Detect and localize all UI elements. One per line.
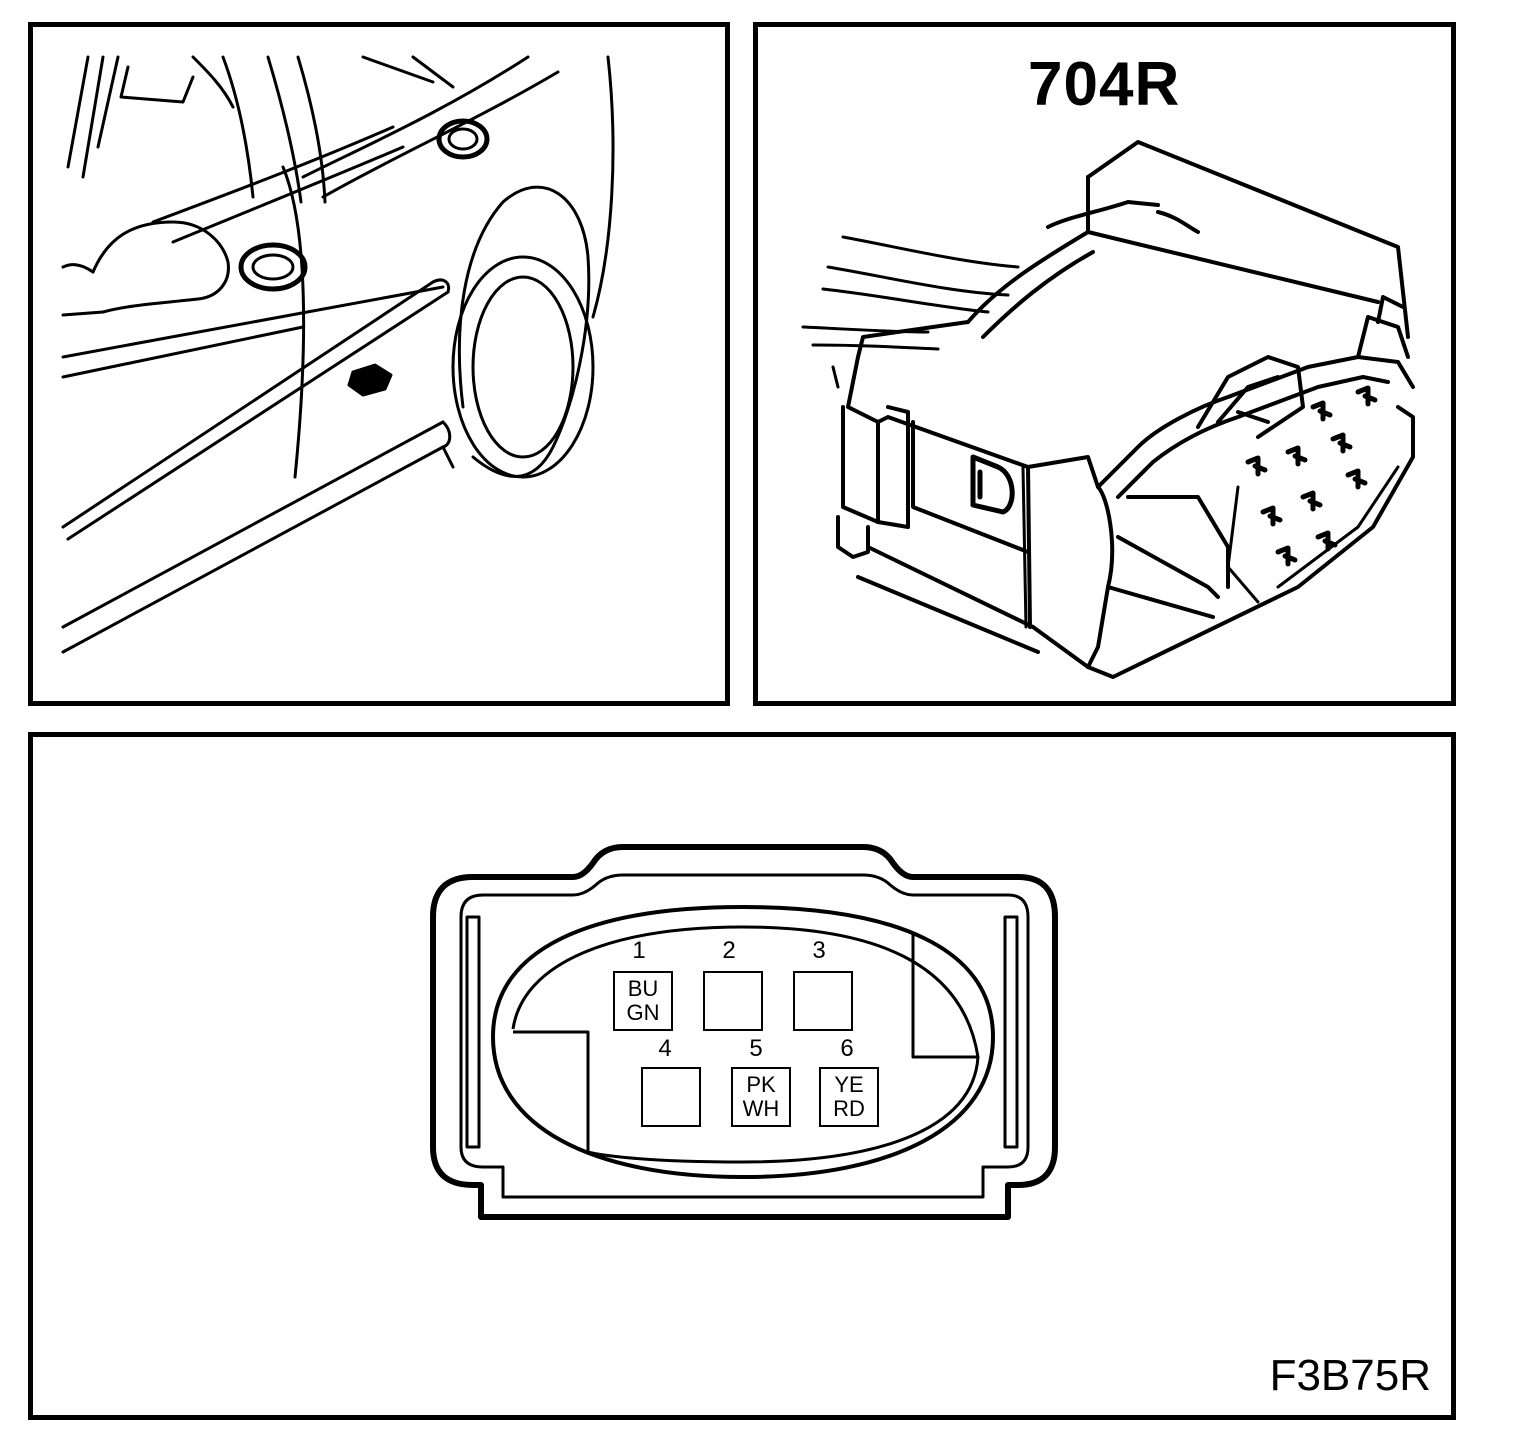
connector-drawing [801, 140, 1415, 679]
figure-code-label: F3B75R [1269, 1351, 1431, 1400]
car-door-drawing [61, 55, 615, 654]
pinout-panel: 1 BU GN 2 3 4 5 PK WH 6 YE RD F3B75R [28, 732, 1456, 1420]
connector-face-outline [430, 844, 1058, 1220]
pin-cavity-5: PK WH [731, 1067, 791, 1127]
pin-5-wire-color: PK [746, 1072, 776, 1097]
pin-number-2: 2 [722, 937, 736, 964]
pin-6-wire-color: YE [834, 1072, 864, 1097]
pin-6-wire-stripe: RD [833, 1096, 865, 1121]
pin-number-4: 4 [658, 1035, 672, 1062]
pin-number-5: 5 [749, 1035, 763, 1062]
pin-1-wire-color: BU [627, 976, 659, 1001]
pin-number-1: 1 [632, 937, 646, 964]
pin-5-wire-stripe: WH [742, 1096, 780, 1121]
pin-cavity-3 [793, 971, 853, 1031]
pin-cavity-2 [703, 971, 763, 1031]
pin-number-3: 3 [812, 937, 826, 964]
connector-id-label: 704R [1028, 50, 1181, 119]
connector-illustration-panel: 704R [753, 22, 1456, 706]
pin-cavity-4 [641, 1067, 701, 1127]
pin-cavity-1: BU GN [613, 971, 673, 1031]
sensor-location-marker [347, 363, 393, 397]
location-illustration-panel [28, 22, 730, 706]
pin-number-6: 6 [840, 1035, 854, 1062]
pin-1-wire-stripe: GN [626, 1000, 660, 1025]
pin-cavity-6: YE RD [819, 1067, 879, 1127]
